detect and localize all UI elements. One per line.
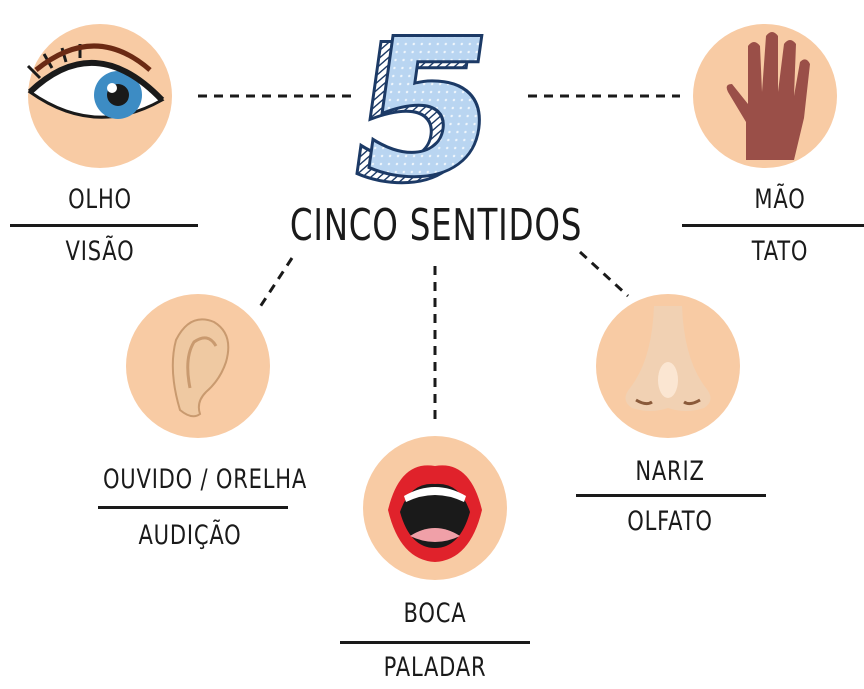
eye-icon — [26, 24, 172, 168]
organ-label-nose: NARIZ — [635, 456, 705, 487]
sense-label-ear: AUDIÇÃO — [138, 520, 242, 551]
svg-text:5: 5 — [335, 5, 498, 226]
divider-ear — [98, 506, 288, 509]
divider-mouth — [340, 641, 530, 644]
mouth-icon — [363, 436, 507, 580]
organ-label-ear: OUVIDO / ORELHA — [102, 464, 308, 495]
organ-label-hand: MÃO — [754, 184, 806, 215]
svg-text:5: 5 — [347, 0, 510, 220]
organ-label-eye: OLHO — [68, 184, 132, 215]
ear-icon — [126, 294, 270, 438]
connector-lines — [198, 94, 680, 420]
sense-label-mouth: PALADAR — [383, 652, 487, 683]
divider-nose — [576, 494, 766, 497]
hand-icon — [693, 24, 837, 168]
sense-label-nose: OLFATO — [627, 506, 713, 537]
sense-label-hand: TATO — [751, 236, 809, 267]
divider-eye — [10, 224, 198, 227]
connector-nose — [578, 250, 630, 298]
big-number: 5 — [0, 0, 1, 1]
organ-label-mouth: BOCA — [403, 598, 467, 629]
connector-ear — [256, 257, 294, 311]
divider-hand — [682, 224, 864, 227]
sense-label-eye: VISÃO — [65, 236, 135, 267]
nose-icon — [596, 294, 740, 438]
number-five-graphic: 5 5 — [334, 0, 512, 227]
page-title: CINCO SENTIDOS — [289, 200, 583, 251]
